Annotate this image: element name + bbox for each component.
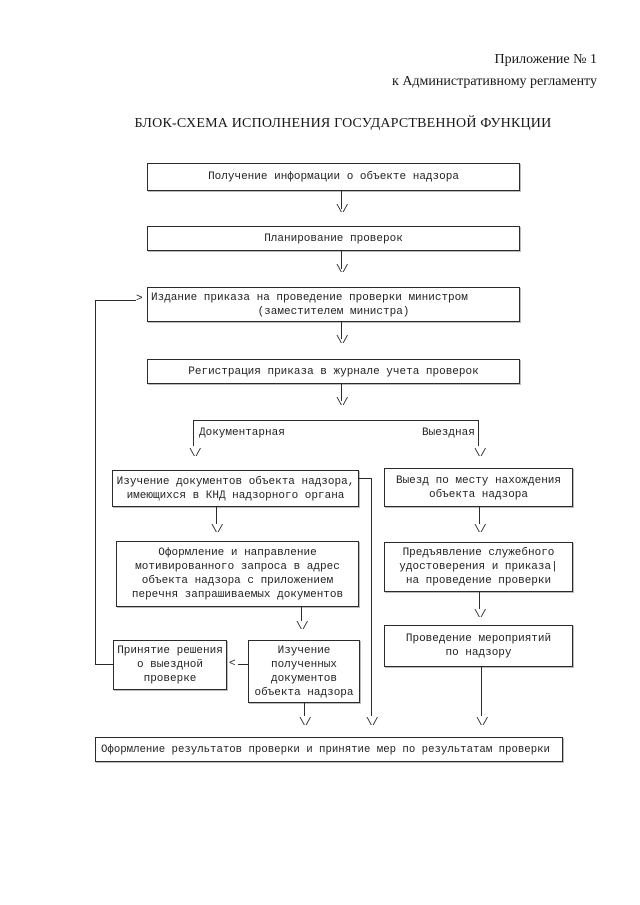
branch-label-field: Выездная	[422, 427, 475, 439]
node-receive-info: Получение информации о объекте надзора	[147, 163, 520, 191]
arrow-down-icon: \/	[335, 397, 349, 409]
issue-order-line-1: Издание приказа на проведение проверки м…	[151, 291, 468, 304]
feedback-vertical-line	[95, 300, 96, 665]
arrow-down-icon: \/	[335, 264, 349, 276]
node-results: Оформление результатов проверки и принят…	[95, 737, 563, 762]
connector-credentials-activities	[479, 592, 480, 609]
arrow-down-icon: \/	[295, 621, 309, 633]
branch-label-documentary: Документарная	[199, 427, 285, 439]
node-field-decision: Принятие решения о выездной проверке	[113, 640, 227, 690]
arrow-down-icon: \/	[335, 335, 349, 347]
arrow-left-icon: <	[229, 658, 236, 670]
connector-planning-order	[341, 251, 342, 269]
appendix-line-2: к Административному регламенту	[392, 74, 597, 89]
node-study-received: Изучение полученных документов объекта н…	[248, 640, 360, 703]
appendix-header: Приложение № 1 к Административному регла…	[392, 49, 597, 93]
branch-stub-right	[478, 420, 479, 446]
arrow-down-icon: \/	[335, 204, 349, 216]
arrow-down-icon: \/	[475, 717, 489, 729]
arrow-down-icon: \/	[298, 717, 312, 729]
arrow-down-icon: \/	[365, 717, 379, 729]
connector-study-docs-out	[358, 478, 372, 479]
node-issue-order: Издание приказа на проведение проверки м…	[147, 287, 520, 322]
node-present-credentials: Предъявление служебного удостоверения и …	[384, 542, 573, 592]
arrow-right-icon: >	[136, 293, 143, 305]
node-study-docs: Изучение документов объекта надзора, име…	[112, 470, 359, 507]
feedback-bottom-line	[95, 664, 113, 665]
connector-register-branch	[341, 384, 342, 401]
arrow-down-icon: \/	[473, 448, 487, 460]
connector-visit-credentials	[479, 507, 480, 524]
connector-request-received	[301, 607, 302, 621]
node-supervision-activities: Проведение мероприятий по надзору	[384, 625, 573, 667]
page-title: БЛОК-СХЕМА ИСПОЛНЕНИЯ ГОСУДАРСТВЕННОЙ ФУ…	[134, 116, 552, 131]
arrow-down-icon: \/	[473, 524, 487, 536]
appendix-line-1: Приложение № 1	[494, 52, 598, 67]
branch-stub-left	[193, 420, 194, 446]
feedback-top-line	[95, 300, 136, 301]
arrow-down-icon: \/	[188, 448, 202, 460]
node-register-order: Регистрация приказа в журнале учета пров…	[147, 359, 520, 384]
connector-receive-planning	[341, 191, 342, 209]
connector-study-request	[216, 507, 217, 524]
connector-activities-results	[481, 667, 482, 716]
arrow-down-icon: \/	[210, 524, 224, 536]
issue-order-line-2: (заместителем министра)	[257, 305, 410, 318]
connector-received-results	[304, 703, 305, 716]
node-planning: Планирование проверок	[147, 226, 520, 251]
node-send-request: Оформление и направление мотивированного…	[116, 541, 359, 607]
branch-split-line	[193, 420, 479, 421]
connector-received-decision	[238, 664, 248, 665]
arrow-down-icon: \/	[473, 609, 487, 621]
connector-study-docs-results	[371, 478, 372, 716]
connector-order-register	[341, 322, 342, 339]
node-field-visit: Выезд по месту нахождения объекта надзор…	[384, 468, 573, 507]
